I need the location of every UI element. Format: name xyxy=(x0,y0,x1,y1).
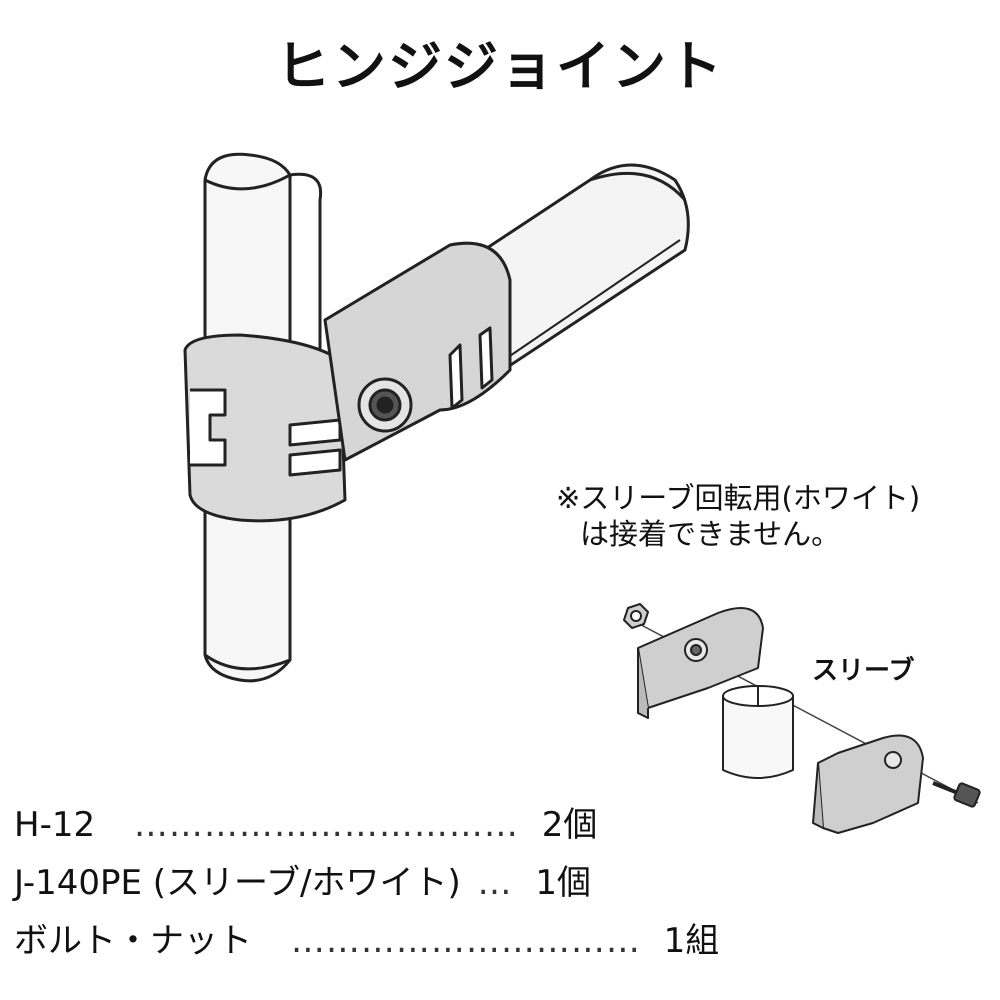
part-row: H-12 …………………………… 2個 xyxy=(14,796,714,854)
part-row: J-140PE (スリーブ/ホワイト) … 1個 xyxy=(14,854,714,912)
hinge-joint-illustration xyxy=(183,152,690,683)
part-quantity: 1個 xyxy=(535,863,591,903)
sleeve-note: ※スリーブ回転用(ホワイト) は接着できません。 xyxy=(556,480,920,552)
note-line-2: は接着できません。 xyxy=(580,517,841,551)
leader-dots: ………………………… xyxy=(290,921,641,961)
leader-dots: … xyxy=(477,863,513,903)
part-name: H-12 xyxy=(14,805,96,845)
part-name: J-140PE (スリーブ/ホワイト) xyxy=(14,863,461,903)
part-name: ボルト・ナット xyxy=(14,921,252,961)
exploded-view-illustration xyxy=(623,603,981,834)
part-quantity: 1組 xyxy=(663,921,720,961)
parts-list: H-12 …………………………… 2個 J-140PE (スリーブ/ホワイト) … xyxy=(14,796,719,970)
sleeve-label: スリーブ xyxy=(812,656,915,686)
part-quantity: 2個 xyxy=(541,805,598,845)
page-title: ヒンジジョイント xyxy=(276,35,724,98)
note-line-1: ※スリーブ回転用(ホワイト) xyxy=(556,481,921,515)
part-row: ボルト・ナット ………………………… 1組 xyxy=(14,912,719,970)
leader-dots: …………………………… xyxy=(133,805,519,845)
